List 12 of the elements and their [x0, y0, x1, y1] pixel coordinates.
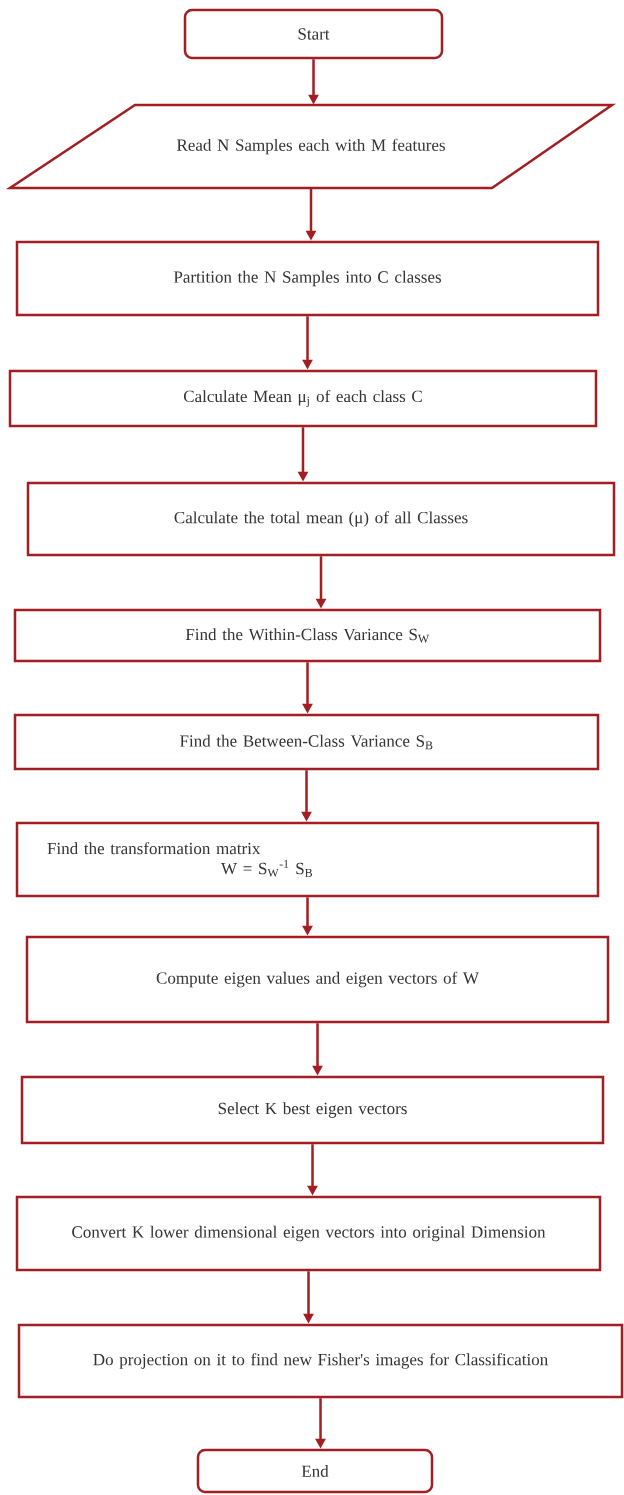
process-box: Do projection on it to find new Fisher's images for Classification	[17, 1323, 624, 1399]
process-box: Calculate Mean μ$_{j}$ of each class C	[8, 369, 598, 428]
process-box: Find the Between-Class Variance S$_{B}$	[13, 713, 600, 771]
process-box: Partition the N Samples into C classes	[15, 240, 600, 317]
process-box: Select K best eigen vectors	[20, 1075, 605, 1145]
terminal-box: Start	[183, 8, 444, 60]
terminal-box: End	[196, 1448, 434, 1494]
process-box: Compute eigen values and eigen vectors of W	[25, 935, 610, 1024]
process-box: Convert K lower dimensional eigen vectors into original Dimension	[15, 1195, 602, 1272]
process-box: Find the transformation matrix W = S$_{W}$$^{-1}$ S$_{B}$	[15, 821, 600, 898]
process-box: Calculate the total mean (μ) of all Classes	[26, 481, 616, 557]
process-box: Find the Within-Class Variance S$_{W}$	[13, 608, 602, 663]
